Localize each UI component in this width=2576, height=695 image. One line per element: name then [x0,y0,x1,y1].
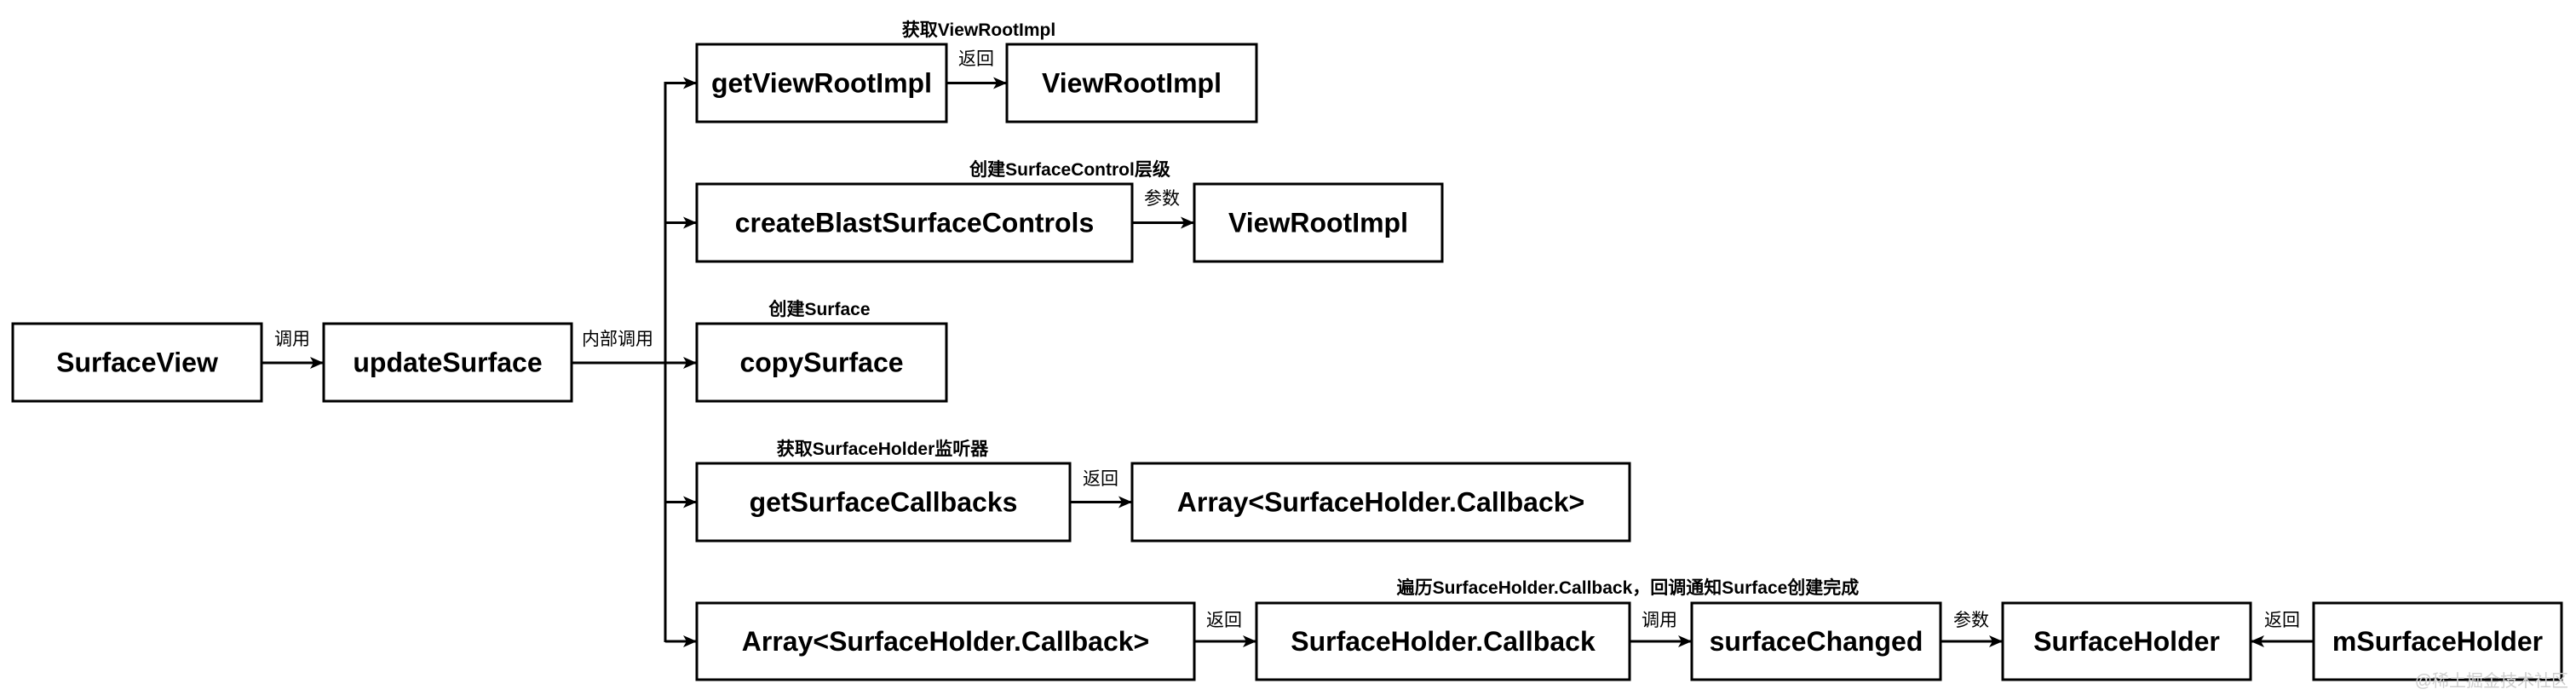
annotation-create-surface: 创建Surface [768,299,870,319]
node-box [322,322,573,403]
node-box [695,43,948,123]
node-label: getViewRootImpl [711,68,932,99]
node-box [695,322,948,403]
edge-label-call: 调用 [274,330,310,349]
node-surface-view: SurfaceView [11,322,263,403]
node-box [1005,43,1258,123]
annotation-create-surface-control: 创建SurfaceControl层级 [969,159,1170,180]
node-surface-holder: SurfaceHolder [2001,601,2252,681]
node-surface-changed: surfaceChanged [1690,601,1942,681]
annotation-iterate-callbacks: 遍历SurfaceHolder.Callback，回调通知Surface创建完成 [1397,577,1860,598]
node-label: Array<SurfaceHolder.Callback> [742,626,1149,657]
node-copy-surface: copySurface [695,322,948,403]
node-box [695,601,1196,681]
node-box [2312,601,2563,681]
node-box [1255,601,1631,681]
node-label: SurfaceHolder [2033,626,2220,657]
node-view-root-impl-1: ViewRootImpl [1005,43,1258,123]
edge-label-param: 参数 [1953,611,1989,630]
node-update-surface: updateSurface [322,322,573,403]
node-box [695,462,1072,543]
edge-label-return: 返回 [1083,469,1118,489]
annotation-get-surface-holder-listener: 获取SurfaceHolder监听器 [777,439,990,459]
node-get-surface-callbacks: getSurfaceCallbacks [695,462,1072,543]
edge-label-call: 调用 [1642,611,1677,630]
edge-label-return: 返回 [2264,611,2300,630]
node-callback-array-1: Array<SurfaceHolder.Callback> [1130,462,1631,543]
edge-label-return: 返回 [958,49,994,69]
node-box [695,182,1134,263]
node-get-view-root-impl: getViewRootImpl [695,43,948,123]
node-label: SurfaceHolder.Callback [1291,626,1596,657]
node-label: updateSurface [353,348,542,378]
node-box [1130,462,1631,543]
node-box [1193,182,1444,263]
node-box [1690,601,1942,681]
node-label: SurfaceView [56,348,218,378]
node-label: createBlastSurfaceControls [735,208,1094,238]
node-label: Array<SurfaceHolder.Callback> [1177,487,1584,518]
node-view-root-impl-2: ViewRootImpl [1193,182,1444,263]
annotation-get-view-root-impl: 获取ViewRootImpl [902,20,1055,40]
node-label: mSurfaceHolder [2332,626,2543,657]
node-m-surface-holder: mSurfaceHolder [2312,601,2563,681]
node-label: ViewRootImpl [1042,68,1222,99]
node-label: surfaceChanged [1710,626,1923,657]
node-box [11,322,263,403]
node-label: getSurfaceCallbacks [750,487,1018,518]
edge-label-return: 返回 [1206,611,1242,630]
node-surface-holder-callback: SurfaceHolder.Callback [1255,601,1631,681]
node-label: ViewRootImpl [1228,208,1408,238]
node-label: copySurface [739,348,903,378]
node-create-blast-surface-controls: createBlastSurfaceControls [695,182,1134,263]
edge-label-param: 参数 [1144,189,1180,209]
edge-label-internal-call: 内部调用 [582,330,653,349]
node-callback-array-2: Array<SurfaceHolder.Callback> [695,601,1196,681]
node-box [2001,601,2252,681]
watermark: @稀土掘金技术社区 [2415,671,2568,691]
